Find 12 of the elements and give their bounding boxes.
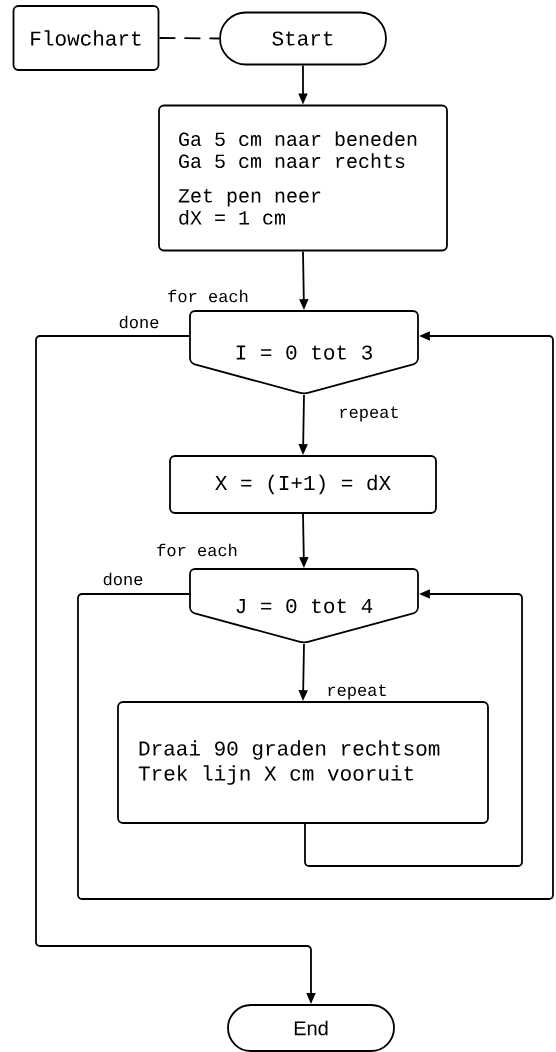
label-box: Flowchart [12,5,160,71]
edge-label: done [117,314,161,330]
edge-label: done [101,571,145,587]
edge-label: for each [166,288,250,304]
edge-label: repeat [337,405,401,423]
arrow [304,589,523,867]
process-box: Draai 90 graden rechtsom Trek lijn X cm vooruit [117,701,489,824]
edge-label: for each [155,542,239,558]
process-box: X = (I+1) = dX [169,455,437,514]
arrow [77,331,554,900]
edge-label: repeat [325,683,389,701]
process-box: Ga 5 cm naar beneden Ga 5 cm naar rechts Zet pen neer dX = 1 cm [158,104,448,252]
